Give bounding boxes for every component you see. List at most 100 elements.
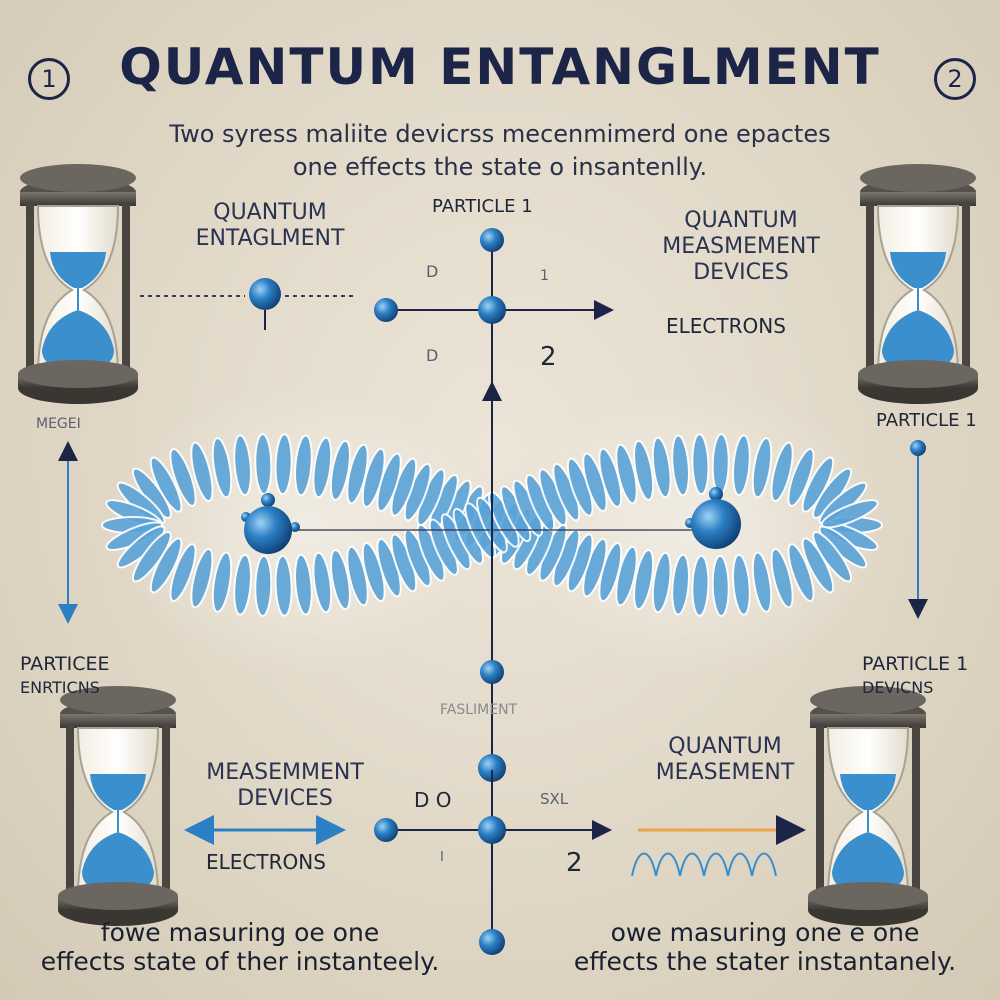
particle-1-label: PARTICLE 1 [432, 196, 533, 217]
coil-segment [651, 436, 672, 499]
coil-segment [770, 548, 794, 609]
coil-segment [787, 543, 815, 603]
coil-segment [294, 553, 313, 616]
bottom-left-label: MEASEMMENT DEVICES [180, 760, 390, 812]
coil-segment [346, 443, 369, 505]
bottom-left-caption-line-1: fowe masuring oe one [100, 918, 380, 947]
left-bottom-label-line-1: PARTICEE [20, 653, 110, 675]
bottom-center-label: FASLIMENT [440, 702, 518, 718]
particle-top-center [478, 296, 506, 324]
coil-segment [190, 441, 214, 502]
bottom-right-label: QUANTUM MEASEMENT [620, 734, 830, 786]
top-right-label: QUANTUM MEASMEMENT DEVICES [636, 208, 846, 286]
top-left-label-line-1: QUANTUM [213, 200, 327, 225]
bottom-mark-right: SXL [540, 790, 569, 808]
coil-segment [254, 554, 273, 617]
top-right-label-line-3: DEVICES [693, 260, 789, 285]
left-bottom-label-line-2: ENRTICNS [20, 678, 100, 697]
coil-segment [169, 448, 197, 507]
top-right-label-line-1: QUANTUM [684, 208, 798, 233]
coil-segment [211, 437, 233, 499]
coil-segment [254, 433, 273, 496]
coil-segment [274, 554, 293, 617]
particle-bottom [479, 929, 505, 955]
bottom-mark-left: D O [414, 788, 452, 812]
left-bottom-label: PARTICEE ENRTICNS [20, 652, 110, 700]
coil-segment [312, 551, 333, 614]
right-bottom-label-line-2: DEVICNS [862, 678, 934, 697]
coil-segment [233, 553, 252, 616]
top-left-label-line-2: ENTAGLMENT [195, 226, 345, 251]
bottom-number-two: 2 [566, 848, 583, 878]
coil-segment [820, 499, 879, 529]
coil-segment [329, 549, 351, 611]
bottom-left-caption: fowe masuring oe one effects state of th… [20, 918, 460, 976]
badge-one: 1 [28, 58, 70, 100]
right-bottom-label-line-1: PARTICLE 1 [862, 653, 969, 675]
coil-segment [149, 537, 183, 594]
coil-segment [329, 439, 351, 501]
coil-segment [169, 543, 197, 603]
particle-top [480, 228, 504, 252]
hourglass-top-right [857, 163, 979, 405]
right-top-label: PARTICLE 1 [876, 410, 977, 431]
bottom-right-label-line-2: MEASEMENT [655, 760, 795, 785]
particle-bottom-center [478, 816, 506, 844]
coil-segment [770, 441, 794, 502]
bottom-left-label-line-1: MEASEMMENT [206, 760, 364, 785]
coil-segment [732, 553, 751, 616]
coil-segment [312, 436, 333, 499]
coil-segment [801, 537, 835, 594]
particle-right-loop [691, 499, 741, 549]
particle-top-left [374, 298, 398, 322]
bottom-left-label-line-2: DEVICES [237, 786, 333, 811]
coil-segment [691, 433, 710, 496]
subtitle-line-1: Two syress maliite devicrss mecenmimerd … [169, 120, 831, 148]
coil-segment [732, 434, 751, 497]
coil-segment [751, 437, 773, 499]
coil-segment [787, 448, 815, 507]
coil-segment [691, 554, 710, 617]
right-bottom-label: PARTICLE 1 DEVICNS [862, 652, 968, 700]
coil-segment [671, 434, 690, 497]
coil-segment [651, 551, 672, 614]
electrons-label-bottom: ELECTRONS [206, 850, 326, 874]
coil-segment [671, 553, 690, 616]
hourglass-top-left [17, 163, 139, 405]
hourglass-bottom-right [807, 685, 929, 927]
top-left-label: QUANTUM ENTAGLMENT [170, 200, 370, 252]
bottom-right-caption: owe masuring one e one effects the state… [540, 918, 990, 976]
electrons-label-top: ELECTRONS [666, 314, 786, 338]
coil-segment [615, 443, 638, 505]
coil-segment [633, 439, 655, 501]
badge-two: 2 [934, 58, 976, 100]
coil-segment [233, 434, 252, 497]
mark-left-top: D [426, 262, 439, 281]
coil-segment [633, 549, 655, 611]
bottom-tick: I [440, 850, 444, 865]
bottom-right-caption-line-1: owe masuring one e one [610, 918, 920, 947]
bottom-left-caption-line-2: effects state of ther instanteely. [40, 947, 440, 976]
coil-segment [711, 433, 730, 496]
top-right-label-line-2: MEASMEMENT [662, 234, 820, 259]
coil-segment [190, 548, 214, 609]
coil-segment [211, 551, 233, 613]
page-title: QUANTUM ENTANGLMENT [119, 38, 881, 96]
coil-segment [274, 433, 293, 496]
top-number-two: 2 [540, 342, 557, 372]
subtitle-line-2: one effects the state o insantenlly. [292, 153, 708, 181]
hourglass-bottom-left [57, 685, 179, 927]
particle-bottom-top [480, 660, 504, 684]
mark-left-bottom: D [426, 346, 439, 365]
coil-segment [751, 551, 773, 613]
mark-right-top: 1 [540, 268, 549, 284]
particle-left-loop [244, 506, 292, 554]
coil-segment [294, 434, 313, 497]
particle-bottom-left [374, 818, 398, 842]
bottom-right-caption-line-2: effects the stater instantanely. [573, 947, 957, 976]
wave-signal [631, 852, 777, 877]
bottom-right-label-line-1: QUANTUM [668, 734, 782, 759]
left-top-label: MEGEI [36, 416, 81, 432]
particle-top-left-main [249, 278, 281, 310]
